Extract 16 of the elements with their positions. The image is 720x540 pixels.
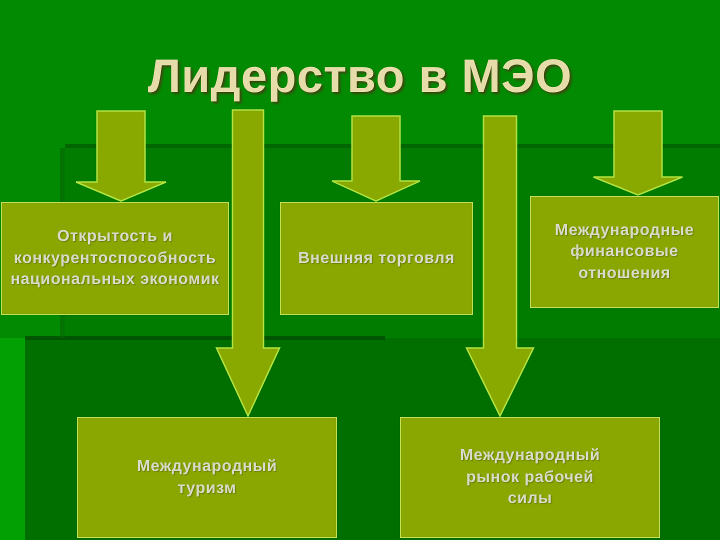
block-arrow — [75, 110, 167, 202]
topic-box — [1, 202, 229, 315]
block-arrow — [465, 115, 535, 418]
box-text: Внешняя торговля — [298, 248, 455, 269]
block-arrow — [331, 115, 421, 202]
box-text: Международный рынок рабочей силы — [458, 446, 602, 510]
box-text: Международный туризм — [136, 456, 278, 498]
topic-box — [400, 417, 660, 538]
block-arrow — [592, 110, 684, 196]
box-text: Открытость и конкурентоспособность национальных экономик — [9, 227, 221, 290]
diagram-title: Лидерство в МЭО — [148, 50, 572, 102]
block-arrow — [215, 109, 281, 418]
topic-box — [530, 196, 719, 308]
topic-box — [280, 202, 473, 315]
box-text: Международные финансовые отношения — [554, 220, 696, 284]
topic-box — [77, 417, 337, 538]
